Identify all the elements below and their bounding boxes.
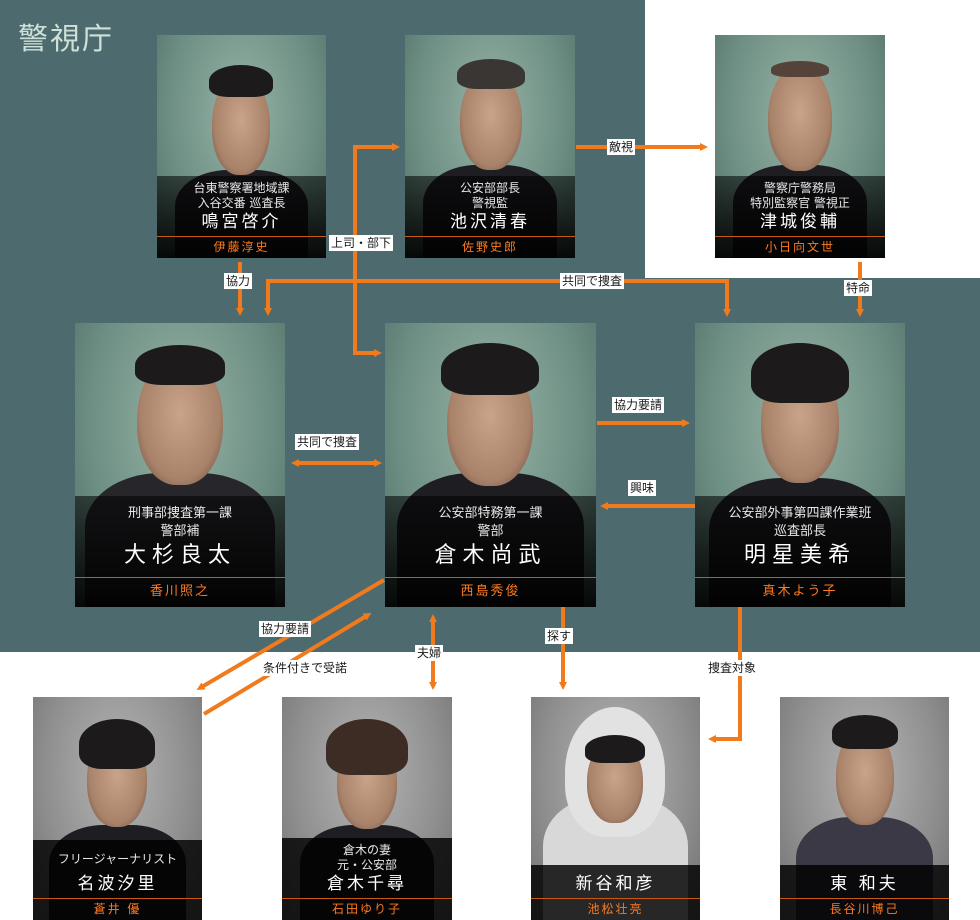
character-name: 津城俊輔 [760, 212, 840, 232]
character-role: 公安部外事第四課作業班 巡査部長 [728, 506, 872, 539]
actor-name: 真木よう子 [695, 577, 905, 607]
actor-name: 池松壮亮 [531, 898, 700, 920]
character-role: 台東警察署地域課 入谷交番 巡査長 [193, 181, 290, 210]
character-card-narumiya: 台東警察署地域課 入谷交番 巡査長 鳴宮啓介 伊藤淳史 [157, 35, 326, 258]
character-info: 東 和夫 長谷川博己 [780, 865, 949, 920]
character-info: 台東警察署地域課 入谷交番 巡査長 鳴宮啓介 伊藤淳史 [157, 176, 326, 258]
portrait-face [768, 65, 832, 171]
character-card-higashi: 東 和夫 長谷川博己 [780, 697, 949, 920]
portrait-hair [135, 345, 225, 385]
character-name: 倉木千尋 [327, 874, 407, 894]
actor-name: 蒼井 優 [33, 898, 202, 920]
character-card-osugi: 刑事部捜査第一課 警部補 大杉良太 香川照之 [75, 323, 285, 607]
actor-name: 佐野史郎 [405, 236, 575, 258]
portrait-hair [209, 65, 273, 97]
label-joint-investigation-top: 共同で捜査 [560, 273, 625, 289]
character-role: 警察庁警務局 特別監察官 警視正 [750, 181, 850, 210]
portrait-hair [441, 343, 539, 395]
character-info: 新谷和彦 池松壮亮 [531, 865, 700, 920]
arrow-boss-subordinate-up [353, 143, 400, 296]
character-name: 鳴宮啓介 [201, 212, 282, 232]
character-info: 刑事部捜査第一課 警部補 大杉良太 香川照之 [75, 496, 285, 607]
character-card-ikezawa: 公安部部長 警視監 池沢清春 佐野史郎 [405, 35, 575, 258]
character-name: 名波汐里 [77, 874, 158, 894]
portrait-hair [832, 715, 898, 749]
actor-name: 西島秀俊 [385, 577, 596, 607]
portrait-hair [585, 735, 645, 763]
arrow-investigation-target [708, 607, 742, 743]
actor-name: 伊藤淳史 [157, 236, 326, 258]
character-info: 公安部外事第四課作業班 巡査部長 明星美希 真木よう子 [695, 496, 905, 607]
label-boss-subordinate: 上司・部下 [329, 235, 394, 251]
character-info: 公安部特務第一課 警部 倉木尚武 西島秀俊 [385, 496, 596, 607]
label-interest: 興味 [628, 480, 657, 496]
character-info: フリージャーナリスト 名波汐里 蒼井 優 [33, 840, 202, 920]
character-card-chihiro: 倉木の妻 元・公安部 倉木千尋 石田ゆり子 [282, 697, 452, 920]
label-special-order: 特命 [844, 280, 873, 296]
label-cooperation: 協力 [224, 273, 253, 289]
arrow-boss-subordinate-down [353, 290, 382, 357]
character-name: 新谷和彦 [575, 874, 656, 894]
character-name: 倉木尚武 [434, 543, 547, 568]
label-request-cooperation-2: 協力要請 [259, 621, 312, 637]
character-role: 公安部部長 警視監 [459, 181, 520, 210]
character-card-araya: 新谷和彦 池松壮亮 [531, 697, 700, 920]
portrait-hair [79, 719, 155, 769]
character-card-nanami: フリージャーナリスト 名波汐里 蒼井 優 [33, 697, 202, 920]
character-role: 公安部特務第一課 警部 [438, 506, 543, 539]
character-info: 公安部部長 警視監 池沢清春 佐野史郎 [405, 176, 575, 258]
character-info: 警察庁警務局 特別監察官 警視正 津城俊輔 小日向文世 [715, 176, 885, 258]
character-name: 大杉良太 [123, 543, 236, 568]
portrait-hair [326, 719, 408, 775]
character-card-tsushiro: 警察庁警務局 特別監察官 警視正 津城俊輔 小日向文世 [715, 35, 885, 258]
character-role: フリージャーナリスト [57, 852, 178, 866]
arrow-joint-investigation-top [264, 279, 731, 317]
label-married: 夫婦 [415, 645, 444, 661]
label-joint-investigation: 共同で捜査 [295, 434, 360, 450]
character-name: 池沢清春 [450, 212, 530, 232]
section-label: 警視庁 [18, 22, 114, 57]
character-info: 倉木の妻 元・公安部 倉木千尋 石田ゆり子 [282, 838, 452, 920]
label-search: 探す [545, 628, 574, 644]
label-request-cooperation: 協力要請 [612, 397, 665, 413]
character-name: 明星美希 [743, 543, 856, 568]
character-role: 倉木の妻 元・公安部 [336, 843, 397, 872]
label-hostility: 敵視 [607, 139, 636, 155]
character-card-kuraki: 公安部特務第一課 警部 倉木尚武 西島秀俊 [385, 323, 596, 607]
portrait-hair [751, 343, 849, 403]
actor-name: 香川照之 [75, 577, 285, 607]
character-card-akeboshi: 公安部外事第四課作業班 巡査部長 明星美希 真木よう子 [695, 323, 905, 607]
actor-name: 小日向文世 [715, 236, 885, 258]
label-conditional-accept: 条件付きで受諾 [261, 660, 350, 676]
character-role: 刑事部捜査第一課 警部補 [127, 506, 232, 539]
label-investigation-target: 捜査対象 [706, 660, 759, 676]
actor-name: 石田ゆり子 [282, 898, 452, 920]
portrait-hair [771, 61, 829, 77]
actor-name: 長谷川博己 [780, 898, 949, 920]
portrait-hair [457, 59, 525, 89]
character-name: 東 和夫 [830, 874, 899, 894]
